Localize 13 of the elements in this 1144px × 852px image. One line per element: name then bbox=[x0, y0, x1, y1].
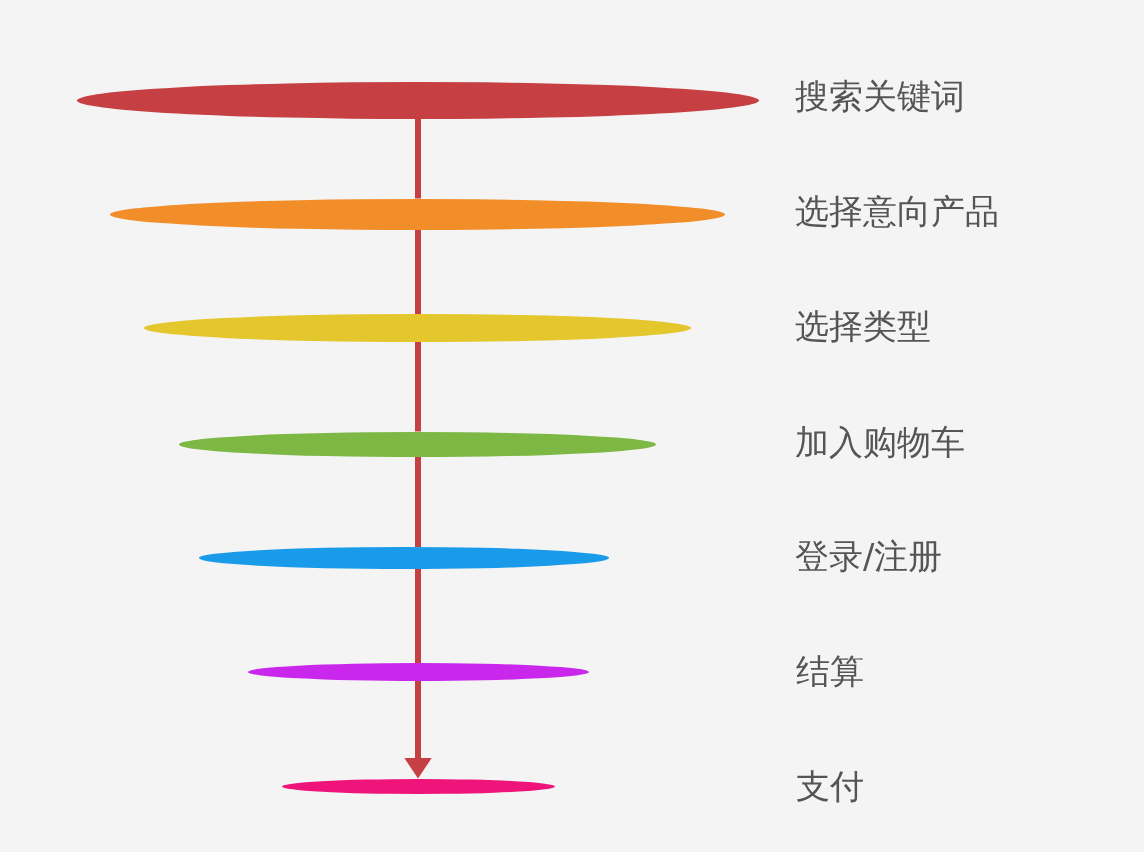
stage-label: 选择意向产品 bbox=[795, 191, 999, 231]
stage-label: 选择类型 bbox=[795, 306, 931, 346]
connector-line bbox=[415, 342, 421, 432]
connector-line bbox=[415, 456, 421, 547]
stage-label: 支付 bbox=[796, 766, 864, 806]
connector-line bbox=[415, 118, 421, 199]
stage-label: 结算 bbox=[796, 651, 864, 691]
connector-line bbox=[415, 569, 421, 663]
stage-label: 登录/注册 bbox=[795, 536, 943, 576]
arrow bbox=[404, 681, 432, 779]
stage-label: 搜索关键词 bbox=[795, 76, 965, 116]
connector-line bbox=[415, 229, 421, 314]
stage-label: 加入购物车 bbox=[795, 422, 965, 462]
